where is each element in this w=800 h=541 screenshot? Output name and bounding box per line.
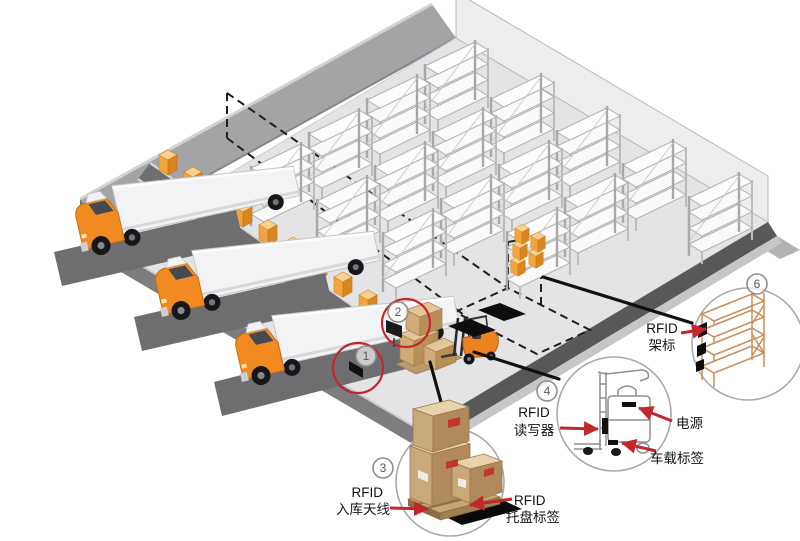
svg-text:1: 1 [363,349,370,363]
highlight-circle-2 [380,297,432,349]
pallet-callout-icon [406,399,522,525]
marker-badge-2: 2 [387,301,409,323]
marker-badges: 1 2 3 4 6 [355,273,768,479]
label-pallet-tag-line2: 托盘标签 [506,509,560,525]
svg-text:6: 6 [754,277,761,291]
marker-badge-4: 4 [536,380,558,402]
arrow-shelf-tag [680,323,707,339]
shelf-rack-icon [696,292,766,387]
callout-labels: RFID 入库天线 RFID 托盘标签 RFID 读写器 电源 车载标签 RFI… [336,321,704,525]
callout-circle-3 [395,399,522,537]
arrow-vehicle-tag [621,438,657,454]
marker-badge-1: 1 [355,345,377,367]
label-vehicle-tag: 车载标签 [650,450,704,466]
marker-badge-3: 3 [372,457,394,479]
reach-truck-icon [574,369,651,456]
rfid-tag-icon-1 [349,361,363,378]
label-reader-line2: 读写器 [514,423,555,438]
arrow-power [638,406,673,423]
label-shelf-tag-line1: RFID [646,321,678,336]
label-power: 电源 [676,416,704,431]
svg-text:4: 4 [544,384,551,398]
label-entry-antenna-line2: 入库天线 [336,502,390,517]
marker-badge-6: 6 [746,273,768,295]
platform-side-edge [420,222,800,451]
arrow-reader [559,421,599,437]
svg-text:2: 2 [395,305,402,319]
arrow-pallet-tag [469,495,513,511]
highlight-circle-1 [331,341,385,395]
callout-circle-4 [556,356,672,472]
floor-antenna-icon [448,303,526,337]
rfid-tag-icon-2 [386,320,402,347]
callout-circle-6 [691,287,800,401]
label-pallet-tag-line1: RFID [514,493,546,508]
callout-arrows [389,323,707,517]
svg-text:3: 3 [380,461,387,475]
label-entry-antenna-line1: RFID [352,485,384,500]
arrow-entry-antenna [389,501,429,517]
label-shelf-tag-line2: 架标 [649,338,676,353]
label-reader-line1: RFID [518,405,550,420]
